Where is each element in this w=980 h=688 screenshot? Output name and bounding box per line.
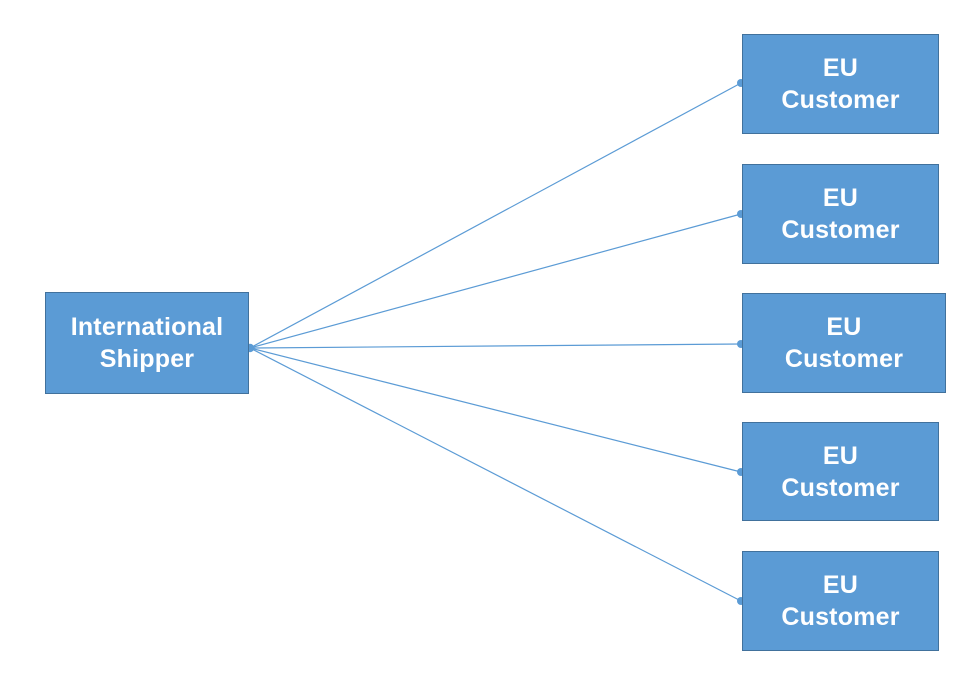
connector-line-2 (249, 213, 742, 349)
connector-line-1 (249, 82, 742, 349)
connector-line-5 (249, 347, 742, 602)
connector-line-4 (249, 347, 742, 473)
node-eu-customer-2-label: EU Customer (781, 184, 900, 244)
node-eu-customer-4[interactable]: EU Customer (742, 422, 939, 521)
node-eu-customer-2[interactable]: EU Customer (742, 164, 939, 264)
node-eu-customer-5-label: EU Customer (781, 571, 900, 631)
node-eu-customer-1-label: EU Customer (781, 54, 900, 114)
connector-line-3 (249, 343, 742, 349)
node-eu-customer-5[interactable]: EU Customer (742, 551, 939, 651)
node-international-shipper-label: International Shipper (70, 313, 224, 373)
node-eu-customer-4-label: EU Customer (781, 441, 900, 502)
node-international-shipper[interactable]: International Shipper (45, 292, 249, 394)
node-eu-customer-3-label: EU Customer (784, 313, 904, 373)
node-eu-customer-3[interactable]: EU Customer (742, 293, 946, 393)
node-eu-customer-1[interactable]: EU Customer (742, 34, 939, 134)
